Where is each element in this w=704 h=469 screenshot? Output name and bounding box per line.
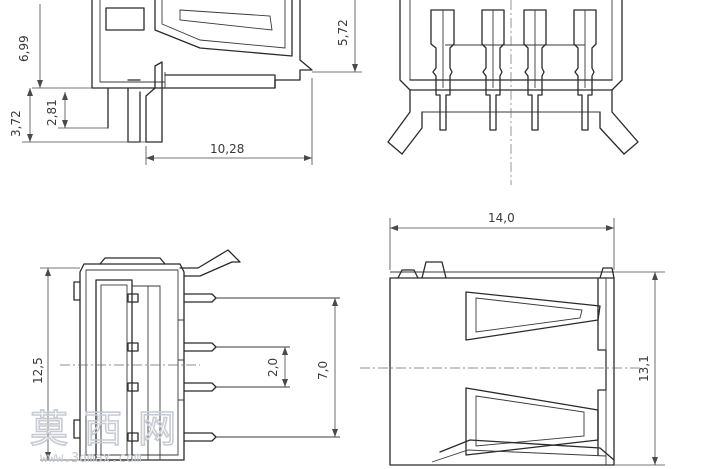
rear-pin-3 [523, 9, 547, 131]
watermark-url: www.3dmax.com [40, 451, 142, 466]
dim-pin-pitch: 2,0 [266, 358, 280, 377]
rear-pin-2 [481, 9, 505, 131]
dim-side-body-height: 5,72 [336, 19, 350, 46]
front-pin-4 [127, 432, 340, 442]
dim-side-length: 10,28 [210, 142, 244, 156]
rear-view [387, 0, 639, 185]
dim-front-height: 12,5 [31, 357, 45, 384]
watermark-chars: 莫 西 网 [30, 407, 178, 451]
rear-pin-4 [573, 9, 597, 131]
dim-side-total-height: 6,99 [17, 35, 31, 62]
dim-side-pin-depth: 3,72 [9, 110, 23, 137]
front-pin-2 [127, 342, 290, 352]
rear-pin-1 [430, 9, 455, 131]
front-pin-1 [127, 293, 340, 303]
top-view: 14,0 13,1 [360, 211, 665, 466]
dim-pin-span: 7,0 [316, 361, 330, 380]
side-view: 6,99 5,72 3,72 2,81 10,28 [9, 0, 362, 165]
dim-top-height: 13,1 [637, 355, 651, 382]
dim-top-width: 14,0 [488, 211, 515, 225]
front-view: 12,5 2,0 7,0 [31, 249, 340, 461]
dim-side-pin-offset: 2,81 [45, 99, 59, 126]
front-pin-3 [127, 382, 290, 392]
watermark: 莫 西 网 www.3dmax.com [29, 406, 178, 466]
